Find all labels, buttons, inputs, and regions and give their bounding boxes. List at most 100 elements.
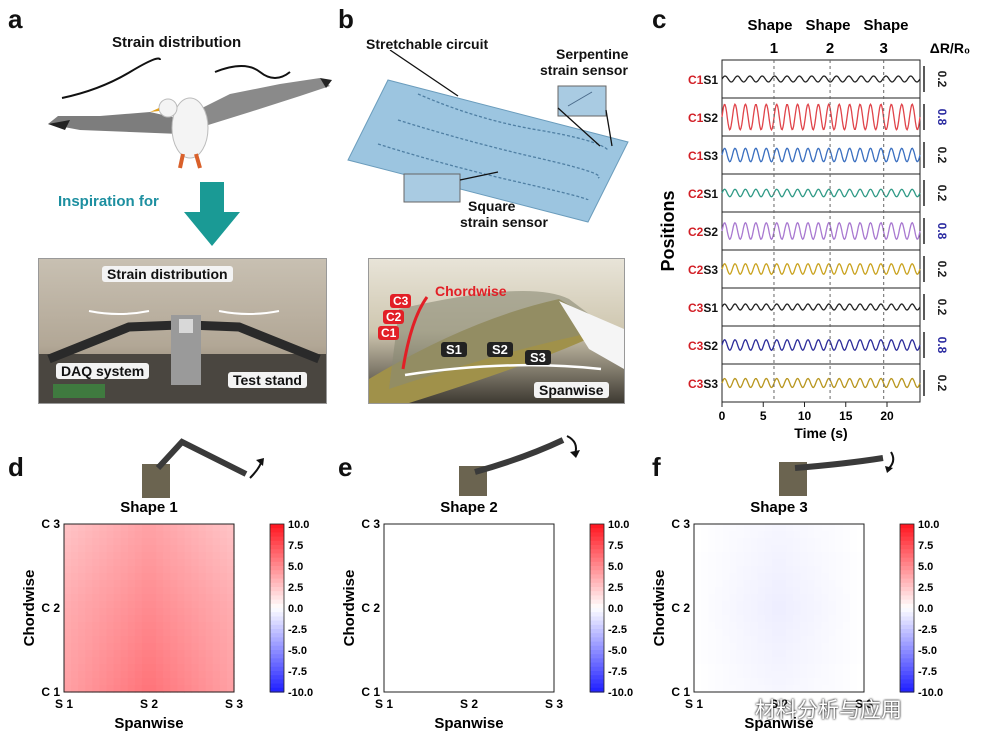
heat-cell-f-10-8 (750, 594, 759, 602)
heat-cell-f-11-5 (729, 601, 738, 609)
heat-cell-e-16-20 (525, 636, 534, 644)
heat-cell-e-1-13 (476, 531, 484, 539)
heat-cell-e-11-13 (476, 601, 484, 609)
heat-cell-f-6-6 (736, 566, 745, 574)
heat-cell-d-1-8 (120, 531, 129, 539)
heat-cell-f-22-21 (842, 678, 851, 686)
strain-distribution-label: Strain distribution (112, 34, 242, 51)
colorbar-cell-f-11 (900, 570, 914, 575)
heat-cell-e-18-15 (490, 650, 498, 658)
heat-cell-f-2-18 (821, 538, 830, 546)
heat-cell-d-10-2 (78, 594, 86, 602)
heat-cell-e-9-7 (433, 587, 442, 595)
heat-cell-e-17-14 (483, 643, 491, 651)
heat-cell-d-21-1 (71, 671, 79, 679)
shape-number-1: 1 (770, 40, 778, 57)
heat-cell-e-3-13 (476, 545, 484, 553)
heat-cell-f-20-20 (835, 664, 844, 672)
heat-cell-d-3-5 (99, 545, 108, 553)
heat-cell-e-2-20 (525, 538, 534, 546)
heat-cell-e-9-0 (384, 587, 392, 595)
shape1-wing-icon (142, 438, 264, 498)
heat-cell-d-8-14 (163, 580, 171, 588)
heat-cell-e-8-0 (384, 580, 392, 588)
heat-cell-f-7-22 (849, 573, 858, 581)
panel-label-f: f (652, 452, 661, 482)
heat-cell-f-11-3 (715, 601, 723, 609)
heat-cell-e-21-8 (440, 671, 449, 679)
heat-cell-d-15-13 (156, 629, 164, 637)
heat-cell-d-17-7 (113, 643, 122, 651)
row-label-s-2: S3 (703, 149, 718, 163)
heat-cell-e-15-9 (447, 629, 456, 637)
heat-cell-e-11-17 (504, 601, 513, 609)
heatmap-xtick-d-1: S 2 (140, 697, 158, 711)
heat-cell-e-16-23 (546, 636, 555, 644)
heat-cell-f-7-13 (786, 573, 794, 581)
heat-cell-e-19-4 (412, 657, 421, 665)
colorbar-cell-e-18 (590, 599, 604, 605)
heat-cell-e-14-18 (511, 622, 520, 630)
heat-cell-f-3-5 (729, 545, 738, 553)
heat-cell-d-20-10 (134, 664, 143, 672)
heat-cell-e-20-19 (518, 664, 527, 672)
heat-cell-d-11-18 (191, 601, 200, 609)
colorbar-cell-d-2 (270, 532, 284, 538)
heat-cell-f-4-17 (814, 552, 823, 560)
heat-cell-f-21-0 (694, 671, 702, 679)
heat-cell-d-22-11 (141, 678, 150, 686)
heat-cell-d-2-14 (163, 538, 171, 546)
heat-cell-f-21-7 (743, 671, 752, 679)
colorbar-cell-f-12 (900, 574, 914, 580)
heat-cell-d-15-16 (177, 629, 186, 637)
heat-cell-d-3-17 (184, 545, 193, 553)
heat-cell-e-19-3 (405, 657, 413, 665)
heat-cell-f-17-8 (750, 643, 759, 651)
heat-cell-e-10-23 (546, 594, 555, 602)
heat-cell-f-2-16 (807, 538, 816, 546)
heat-cell-f-22-2 (708, 678, 716, 686)
heat-cell-d-18-0 (64, 650, 72, 658)
heat-cell-f-20-9 (757, 664, 766, 672)
row-label-s-6: S1 (703, 301, 718, 315)
heat-cell-e-6-5 (419, 566, 428, 574)
heat-cell-d-5-15 (170, 559, 178, 567)
heat-cell-f-6-7 (743, 566, 752, 574)
heat-cell-d-16-13 (156, 636, 164, 644)
heat-cell-f-13-5 (729, 615, 738, 623)
heat-cell-d-16-21 (212, 636, 221, 644)
heat-cell-f-15-3 (715, 629, 723, 637)
heat-cell-d-10-3 (85, 594, 93, 602)
heat-cell-e-0-5 (419, 524, 428, 532)
heat-cell-f-14-8 (750, 622, 759, 630)
heat-cell-d-4-14 (163, 552, 171, 560)
heat-cell-f-11-15 (800, 601, 808, 609)
heat-cell-e-17-19 (518, 643, 527, 651)
heat-cell-d-7-10 (134, 573, 143, 581)
heat-cell-d-8-21 (212, 580, 221, 588)
heat-cell-f-11-23 (856, 601, 865, 609)
heat-cell-d-2-21 (212, 538, 221, 546)
heat-cell-d-12-8 (120, 608, 129, 616)
heat-cell-e-3-17 (504, 545, 513, 553)
heat-cell-d-14-12 (149, 622, 157, 630)
heat-cell-e-5-13 (476, 559, 484, 567)
heat-cell-e-9-4 (412, 587, 421, 595)
heat-cell-f-17-3 (715, 643, 723, 651)
heat-cell-e-4-12 (469, 552, 477, 560)
heat-cell-f-16-16 (807, 636, 816, 644)
colorbar-cell-d-39 (270, 687, 284, 693)
heat-cell-d-16-5 (99, 636, 108, 644)
heat-cell-e-12-12 (469, 608, 477, 616)
heat-cell-e-14-1 (391, 622, 399, 630)
heat-cell-e-15-11 (461, 629, 470, 637)
heat-cell-d-18-6 (106, 650, 115, 658)
heat-cell-e-19-0 (384, 657, 392, 665)
heat-cell-d-19-15 (170, 657, 178, 665)
heat-cell-e-16-7 (433, 636, 442, 644)
heat-cell-e-11-10 (454, 601, 463, 609)
heat-cell-d-14-21 (212, 622, 221, 630)
heat-cell-f-21-21 (842, 671, 851, 679)
heat-cell-d-9-23 (226, 587, 235, 595)
heat-cell-e-0-20 (525, 524, 534, 532)
